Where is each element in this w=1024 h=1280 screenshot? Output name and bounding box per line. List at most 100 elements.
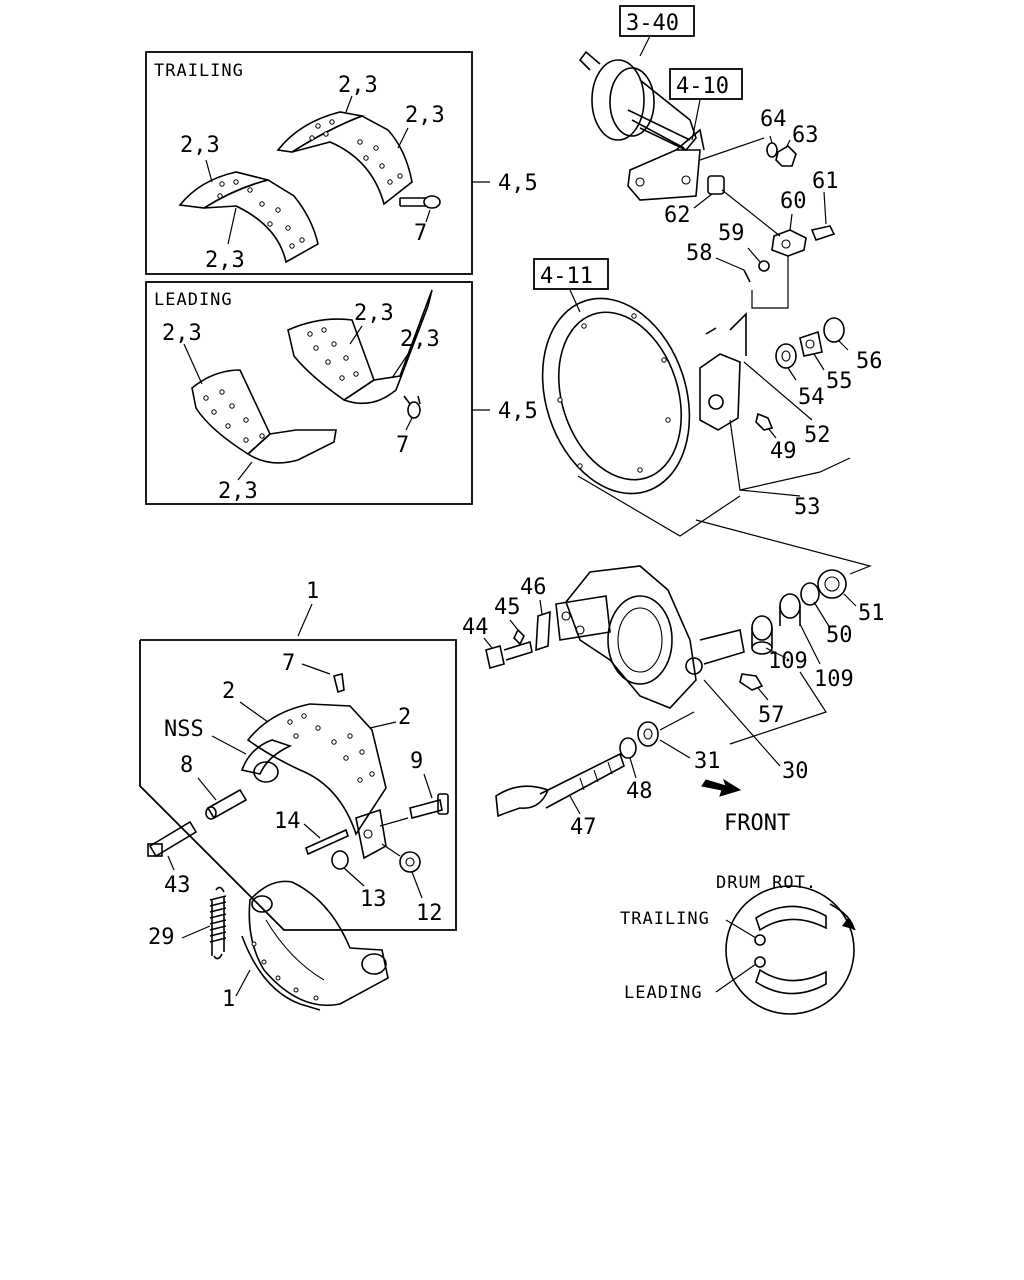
label-t-23-d: 2,3 (205, 248, 245, 273)
snap-ring-56 (823, 317, 845, 343)
label-29: 29 (148, 925, 175, 950)
label-l-23-a: 2,3 (354, 301, 394, 326)
washer-45 (513, 628, 525, 646)
leading-lining-lower (191, 369, 337, 464)
label-60: 60 (780, 189, 807, 214)
pin-61 (810, 191, 836, 241)
label-inset-leading: LEADING (624, 983, 703, 1003)
washer-48 (619, 737, 637, 759)
leading-rivet (403, 395, 421, 419)
label-62: 62 (664, 203, 691, 228)
label-61: 61 (812, 169, 839, 194)
label-55: 55 (826, 369, 853, 394)
brake-shoe-1 (241, 880, 389, 1011)
label-inset-trailing: TRAILING (620, 909, 710, 929)
cotter-58 (715, 257, 751, 283)
label-2-b: 2 (398, 705, 411, 730)
label-46: 46 (520, 575, 547, 600)
label-109-b: 109 (814, 667, 854, 692)
label-52: 52 (804, 423, 831, 448)
bolt-44 (485, 640, 533, 670)
label-43: 43 (164, 873, 191, 898)
trailing-lining-lower (178, 171, 319, 264)
label-t-45: 4,5 (498, 171, 538, 196)
clevis-60 (771, 213, 807, 257)
washer-54 (775, 343, 797, 369)
label-8: 8 (180, 753, 193, 778)
air-chamber (578, 35, 705, 201)
washer-64 (766, 135, 778, 158)
label-59: 59 (718, 221, 745, 246)
nut-63 (775, 139, 797, 167)
label-12: 12 (416, 901, 443, 926)
ref-3-40[interactable]: 3-40 (619, 5, 695, 37)
label-drum-rot: DRUM ROT. (716, 873, 817, 893)
label-64: 64 (760, 107, 787, 132)
trailing-lining-upper (276, 111, 413, 206)
label-9: 9 (410, 749, 423, 774)
trailing-rivet (399, 195, 441, 209)
label-t-23-a: 2,3 (338, 73, 378, 98)
spring-29 (209, 886, 227, 960)
label-7-shoe: 7 (282, 651, 295, 676)
label-47: 47 (570, 815, 597, 840)
leading-lining-upper (287, 289, 433, 405)
label-t-7: 7 (414, 221, 427, 246)
label-front: FRONT (724, 811, 790, 836)
ref-4-11[interactable]: 4-11 (533, 258, 609, 290)
label-44: 44 (462, 615, 489, 640)
bushing-109-b (779, 593, 801, 626)
label-1-bot: 1 (222, 987, 235, 1012)
washer-59 (747, 247, 770, 272)
label-109-a: 109 (768, 649, 808, 674)
leading-box (145, 281, 473, 505)
label-56: 56 (856, 349, 883, 374)
trailing-header: TRAILING (154, 61, 244, 81)
label-63: 63 (792, 123, 819, 148)
label-l-23-c: 2,3 (162, 321, 202, 346)
label-53: 53 (794, 495, 821, 520)
front-arrow (701, 778, 742, 797)
label-54: 54 (798, 385, 825, 410)
leading-lining-group: LEADING 2,3 2,3 (145, 281, 538, 505)
bushing-51 (817, 569, 847, 599)
label-t-23-b: 2,3 (405, 103, 445, 128)
drum-rotation-inset: DRUM ROT. TRAILING LEADING (620, 873, 856, 1015)
label-1-top: 1 (306, 579, 319, 604)
ref-4-10-text: 4-10 (676, 74, 729, 99)
label-45: 45 (494, 595, 521, 620)
trailing-lining-group: TRAILING (145, 51, 538, 275)
label-31: 31 (694, 749, 721, 774)
label-l-23-d: 2,3 (218, 479, 258, 504)
label-l-23-b: 2,3 (400, 327, 440, 352)
backing-plate (541, 289, 691, 495)
label-nss: NSS (164, 717, 204, 742)
seal-50 (800, 582, 820, 606)
nut-62 (693, 175, 725, 209)
label-49: 49 (770, 439, 797, 464)
label-l-7: 7 (396, 433, 409, 458)
grease-fitting-57 (739, 673, 764, 691)
label-l-45: 4,5 (498, 399, 538, 424)
grease-fitting-49 (755, 412, 774, 431)
label-t-23-c: 2,3 (180, 133, 220, 158)
ref-3-40-text: 3-40 (626, 11, 679, 36)
lock-plate-46 (535, 610, 551, 652)
label-57: 57 (758, 703, 785, 728)
label-50: 50 (826, 623, 853, 648)
trailing-box (145, 51, 473, 275)
seal-55 (799, 330, 823, 357)
camshaft-47 (495, 752, 625, 818)
label-58: 58 (686, 241, 713, 266)
bushing-109-a (751, 615, 773, 655)
label-48: 48 (626, 779, 653, 804)
label-51: 51 (858, 601, 885, 626)
ref-4-10[interactable]: 4-10 (669, 68, 743, 100)
label-2-a: 2 (222, 679, 235, 704)
ref-4-11-text: 4-11 (540, 264, 593, 289)
label-14: 14 (274, 809, 301, 834)
spider-assembly (555, 565, 745, 709)
washer-31 (637, 721, 659, 747)
label-13: 13 (360, 887, 387, 912)
